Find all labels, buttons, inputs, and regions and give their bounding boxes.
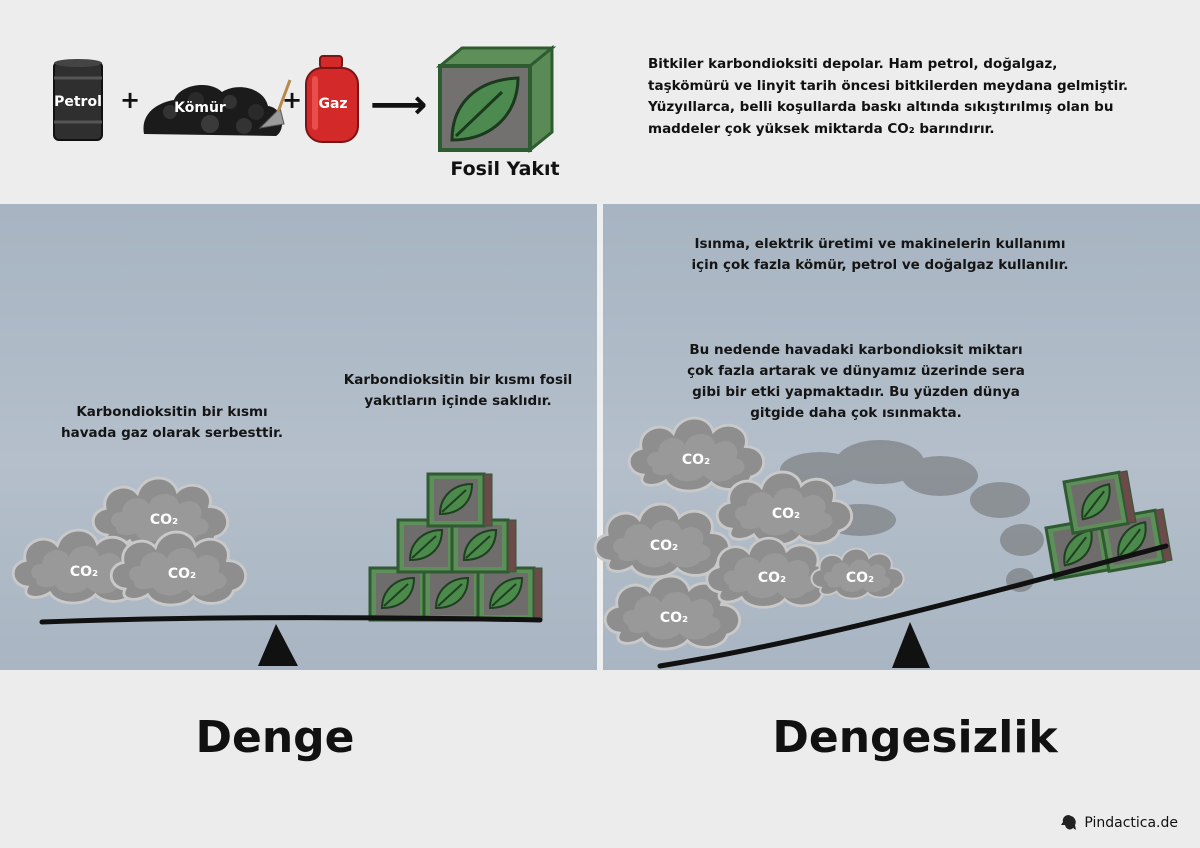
balance-title: Denge [195,712,355,763]
co2-label: CO₂ [649,538,679,554]
co2-label: CO₂ [69,564,99,580]
plus-sign: + [120,86,141,114]
co2-label: CO₂ [167,566,197,582]
co2-label: CO₂ [771,506,801,522]
fossil-equation: Petrol + Kömür + Gaz ⟶ Fosil Yakıt [40,40,620,200]
usage-text: Isınma, elektrik üretimi ve makinelerin … [691,236,1069,273]
coal-pile-icon [143,79,292,136]
fossil-fuel-cube-icon [435,44,557,154]
arrow: ⟶ [370,82,428,128]
co2-label: CO₂ [681,452,711,468]
imbalance-title: Dengesizlik [772,712,1058,763]
co2-label: CO₂ [845,570,875,586]
gas-text: Karbondioksitin bir kısmı havada gaz ola… [61,404,283,441]
komur-label: Kömür [174,100,226,116]
fuel-text: Karbondioksitin bir kısmı fosil yakıtlar… [343,372,573,409]
panel-divider [597,204,603,670]
co2-label: CO₂ [149,512,179,528]
co2-label: CO₂ [757,570,787,586]
gaz-label: Gaz [318,96,348,112]
greenhouse-text: Bu nedende havadaki karbondioksit miktar… [687,342,1025,421]
brand-label: Pindactica.de [1084,815,1178,831]
intro-description: Bitkiler karbondioksiti depolar. Ham pet… [648,56,1129,137]
co2-label: CO₂ [659,610,689,626]
pindactica-logo-icon [1061,815,1077,830]
oil-barrel-icon [53,59,103,141]
footer-brand: Pindactica.de [1060,814,1178,832]
fossil-fuel-label: Fosil Yakıt [450,158,560,180]
gas-cylinder-icon [305,55,359,143]
plus-sign: + [282,86,303,114]
petrol-label: Petrol [54,94,102,110]
